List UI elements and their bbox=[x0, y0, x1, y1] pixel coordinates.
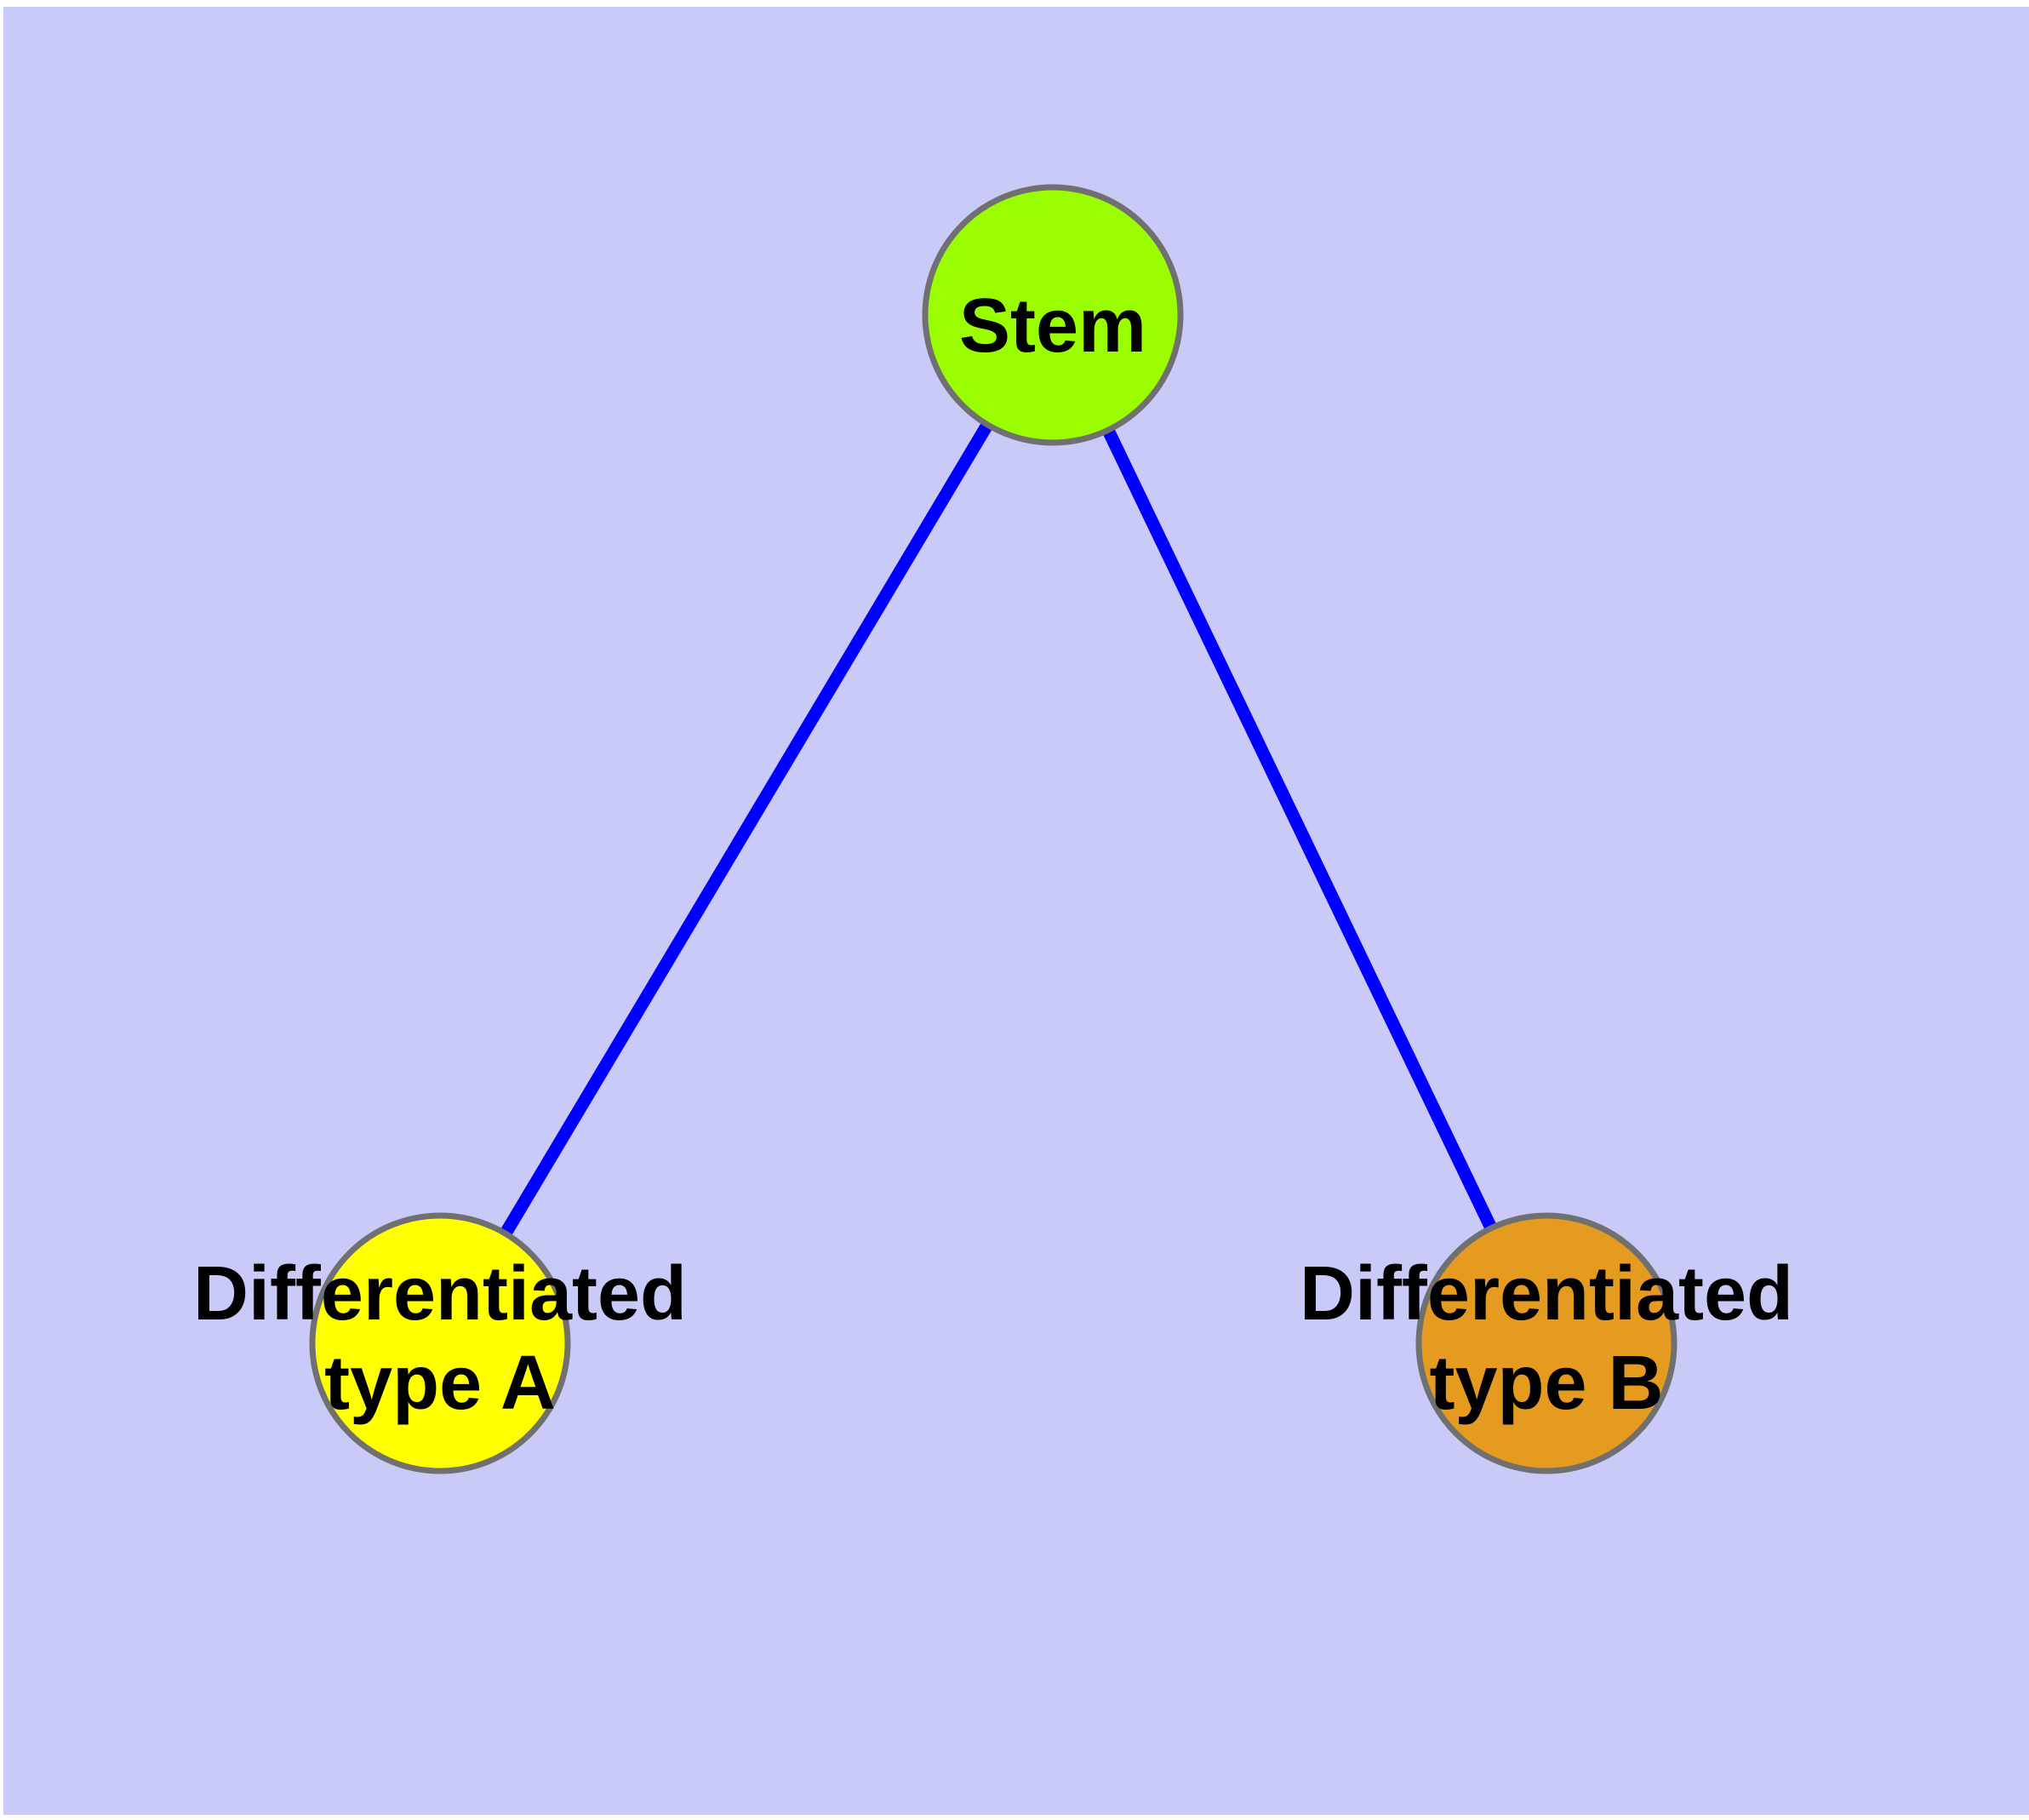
node-differentiated-type-a-label-line1: Differentiated bbox=[193, 1251, 687, 1336]
node-differentiated-type-a-circle bbox=[309, 1212, 571, 1474]
edge-stem-to-type-b bbox=[1047, 312, 1552, 1347]
node-differentiated-type-b-label-line2: type B bbox=[1429, 1341, 1663, 1426]
node-differentiated-type-b: Differentiated type B bbox=[1300, 1212, 1793, 1474]
node-stem-label: Stem bbox=[959, 283, 1146, 369]
node-differentiated-type-b-circle bbox=[1415, 1212, 1677, 1474]
edge-stem-to-type-a bbox=[434, 312, 1059, 1347]
node-differentiated-type-a: Differentiated type A bbox=[193, 1212, 687, 1474]
node-differentiated-type-b-label-line1: Differentiated bbox=[1300, 1251, 1793, 1336]
node-differentiated-type-a-label-line2: type A bbox=[324, 1341, 556, 1426]
node-stem-circle bbox=[922, 184, 1184, 446]
node-stem: Stem bbox=[922, 184, 1184, 446]
edge-layer bbox=[434, 312, 1552, 1347]
